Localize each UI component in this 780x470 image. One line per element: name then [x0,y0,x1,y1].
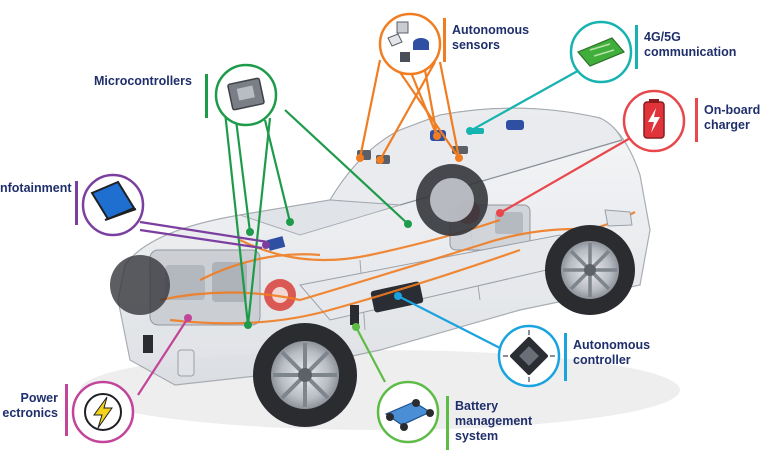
label-autonomous-sensors-line2: sensors [452,38,500,52]
front-grille [143,335,153,353]
microcontroller-dots [244,218,412,329]
display-screen-icon [90,180,137,221]
power-electronics-accent-bar [65,384,68,436]
front-left-wheel [110,255,170,315]
label-power-electronics-line2: ectronics [2,406,58,420]
label-communication: 4G/5G communication [644,30,736,60]
onboard-charger-callout [622,89,686,153]
battery-management-callout [376,380,440,444]
communication-accent-bar [635,25,638,69]
power-connector [137,317,189,396]
rear-left-wheel [416,164,488,236]
infotainment-callout [81,173,145,237]
processor-chip-icon [503,330,555,382]
label-onboard-charger: On-board charger [704,103,760,133]
tail-light [604,209,633,227]
battery-charge-icon [643,99,665,139]
label-microcontrollers: Microcontrollers [94,74,192,89]
side-mirror [350,305,359,325]
label-autonomous-sensors-line1: Autonomous [452,23,530,37]
label-power-electronics: Power ectronics [0,391,58,421]
front-wheel [253,323,357,427]
sensors-connectors [358,59,461,161]
autonomous-sensors-callout [378,12,442,76]
label-battery-management: Battery management system [455,399,532,444]
sensors-dots [356,132,463,164]
communication-dot [466,127,474,135]
battery-connector [355,326,386,383]
label-battery-management-line3: system [455,429,499,443]
label-microcontrollers-line1: Microcontrollers [94,74,192,88]
label-onboard-charger-line2: charger [704,118,750,132]
microchip-icon [227,77,265,111]
autonomous-controller-callout [497,324,561,388]
power-dot [184,314,192,322]
lightning-bolt-icon [84,393,122,431]
onboard-charger-accent-bar [695,98,698,142]
charger-connector [499,136,633,214]
label-power-electronics-line1: Power [20,391,58,405]
circuit-board-icon [577,37,625,67]
dash-screen [266,236,286,251]
autonomous-controller-accent-bar [564,333,567,381]
controller-connector [397,295,501,349]
infotainment-accent-bar [75,181,78,225]
label-battery-management-line1: Battery [455,399,499,413]
label-infotainment: nfotainment [0,181,72,196]
battery-dot [352,323,360,331]
microcontrollers-connectors [223,109,409,326]
label-infotainment-line1: nfotainment [0,181,72,195]
label-autonomous-sensors: Autonomous sensors [452,23,529,53]
charger-dot [496,209,504,217]
label-battery-management-line2: management [455,414,533,428]
rear-wheel [545,225,635,315]
label-onboard-charger-line1: On-board [704,103,761,117]
battery-management-accent-bar [446,396,449,450]
infotainment-connectors [139,220,269,250]
ev-chassis-icon [384,399,434,431]
communication-connector [469,67,584,132]
controller-dot [394,292,402,300]
power-electronics-callout [71,380,135,444]
label-autonomous-controller: Autonomous controller [573,338,650,368]
infotainment-dot [262,241,270,249]
autonomous-sensors-accent-bar [443,18,446,62]
microcontrollers-accent-bar [205,74,208,118]
microcontrollers-callout [214,63,278,127]
label-autonomous-controller-line2: controller [573,353,631,367]
label-communication-line1: 4G/5G [644,30,681,44]
communication-callout [569,20,633,84]
sensor-cluster-icon [387,21,429,62]
headlight [177,349,195,377]
label-autonomous-controller-line1: Autonomous [573,338,651,352]
label-communication-line2: communication [644,45,737,59]
